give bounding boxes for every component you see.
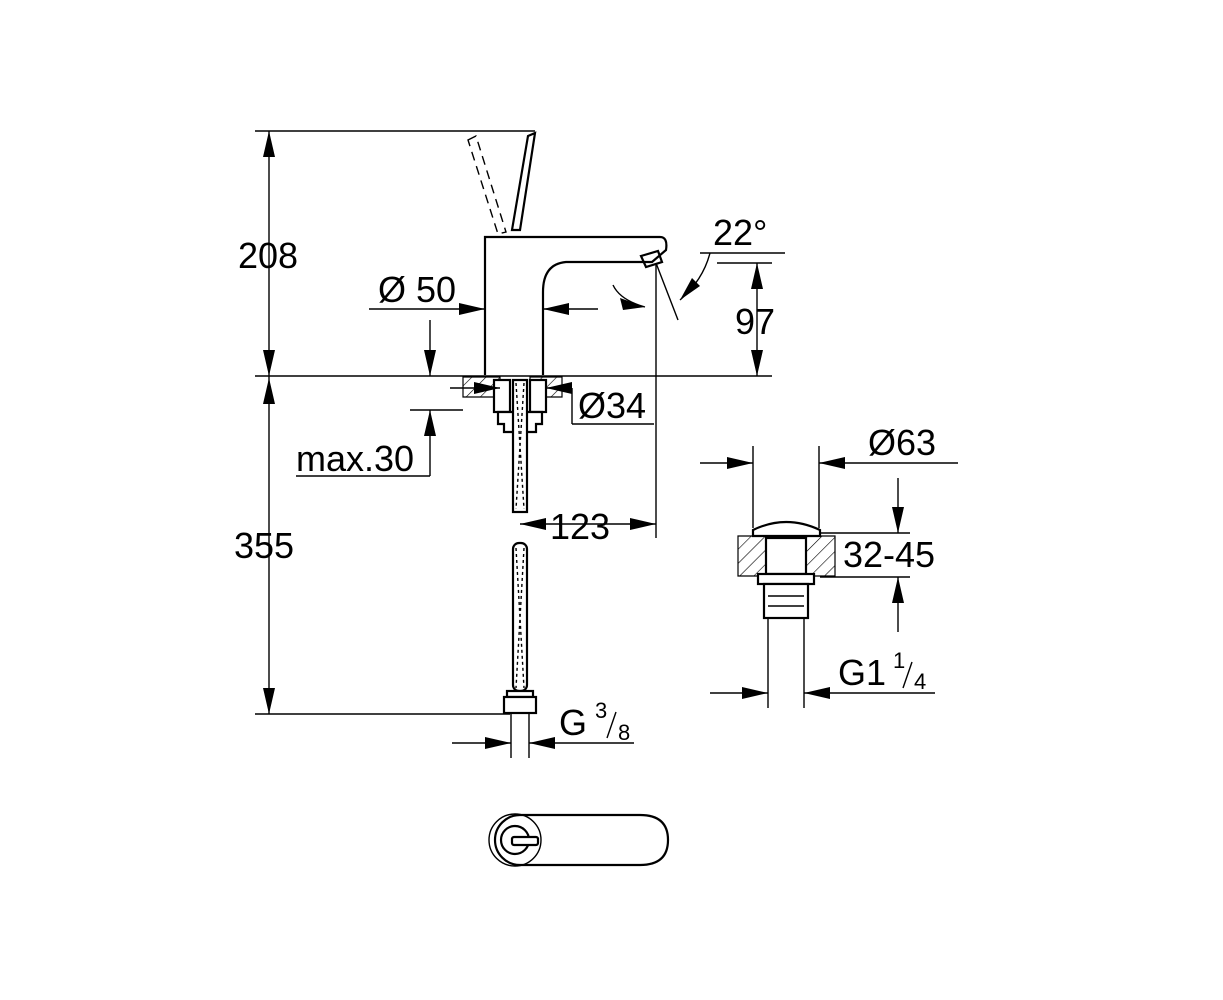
label-g-sup: 3 <box>595 698 607 723</box>
label-355: 355 <box>234 525 294 566</box>
label-97: 97 <box>735 301 775 342</box>
lever-alternate-position <box>467 135 507 235</box>
hose-upper <box>511 378 529 514</box>
fixing-left <box>492 378 512 414</box>
label-diameter-34: Ø34 <box>578 385 646 426</box>
hose-fitting-nut <box>502 695 538 715</box>
label-g1-sup: 1 <box>893 648 905 673</box>
label-208: 208 <box>238 235 298 276</box>
label-max-30: max.30 <box>296 438 414 479</box>
label-g: G <box>559 702 587 743</box>
top-view-outline <box>493 813 670 867</box>
waste-valve <box>700 446 958 708</box>
label-g1-sub: 4 <box>914 669 926 694</box>
label-123: 123 <box>550 506 610 547</box>
label-angle: 22° <box>713 212 767 253</box>
dimension-labels: 208 Ø 50 22° 97 Ø34 max.30 355 123 G 3 8… <box>234 212 936 745</box>
lever <box>510 131 537 232</box>
hose-lower-braid <box>515 547 525 689</box>
label-diameter-50: Ø 50 <box>378 269 456 310</box>
fixing-right <box>528 378 548 414</box>
dimension-lines <box>255 130 785 749</box>
label-g1: G1 <box>838 652 886 693</box>
waste-cap <box>751 520 822 538</box>
label-g-sub: 8 <box>618 720 630 745</box>
hose-lower <box>511 541 529 693</box>
aerator <box>639 249 664 269</box>
faucet-side-view <box>462 131 668 758</box>
label-diameter-63: Ø63 <box>868 422 936 463</box>
label-32-45: 32-45 <box>843 534 935 575</box>
faucet-top-view <box>488 813 670 867</box>
